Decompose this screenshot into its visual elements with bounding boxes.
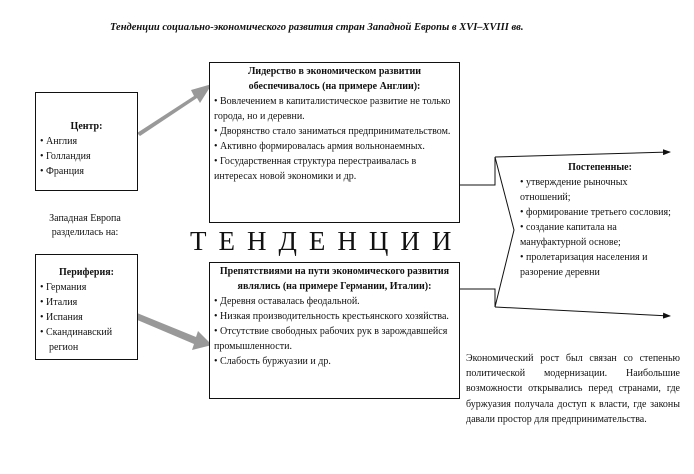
list-item: Слабость буржуазии и др. [220, 356, 331, 367]
list-item: Отсутствие свободных рабочих рук в зарож… [214, 326, 448, 352]
list-item: Италия [46, 297, 78, 308]
center-heading: Центр: [70, 121, 103, 132]
obstacles-box: Препятствиями на пути экономического раз… [209, 262, 460, 399]
list-item: формирование третьего сословия; [526, 207, 671, 218]
tendencies-label: ТЕНДЕНЦИИ [190, 226, 464, 256]
gradual-heading: Постепенные: [568, 162, 632, 173]
list-item: создание капитала на мануфактурной основ… [520, 222, 621, 248]
list-item: Голландия [46, 151, 91, 162]
leadership-box: Лидерство в экономическом развитии обесп… [209, 62, 460, 223]
grey-arrow-top [137, 84, 212, 136]
periphery-box: Периферия: • Германия • Италия • Испания… [35, 254, 138, 360]
list-item: Германия [46, 282, 87, 293]
bracket [460, 156, 515, 308]
list-item: Вовлечением в капиталистическое развитие… [214, 96, 451, 122]
arrow-down-right [494, 306, 671, 319]
list-item: пролетаризация населения и разорение дер… [520, 252, 648, 278]
list-item: Государственная структура перестраивалас… [214, 156, 417, 182]
obstacles-heading: Препятствиями на пути экономического раз… [219, 266, 450, 292]
center-box: Центр: • Англия • Голландия • Франция [35, 92, 138, 191]
list-item: утверждение рыночных отношений; [520, 177, 628, 203]
list-item: Англия [46, 136, 78, 147]
leadership-heading: Лидерство в экономическом развитии обесп… [247, 66, 422, 92]
grey-arrow-bottom [135, 313, 212, 350]
periphery-heading: Периферия: [59, 267, 114, 278]
list-item: Деревня оставалась феодальной. [220, 296, 360, 307]
list-item: Испания [46, 312, 83, 323]
list-item: Активно формировалась армия вольнонаемны… [220, 141, 425, 152]
list-item: Дворянство стало заниматься предпринимат… [220, 126, 451, 137]
west-europe-label: Западная Европа разделилась на: [49, 213, 121, 238]
list-item: Франция [46, 166, 85, 177]
gradual-list: Постепенные: • утверждение рыночных отно… [520, 160, 680, 280]
page-title: Тенденции социально-экономического разви… [110, 22, 524, 33]
arrow-up-right [494, 149, 671, 158]
growth-note: Экономический рост был связан со степень… [466, 353, 680, 425]
list-item: Скандинавский регион [46, 327, 113, 353]
list-item: Низкая производительность крестьянского … [220, 311, 449, 322]
